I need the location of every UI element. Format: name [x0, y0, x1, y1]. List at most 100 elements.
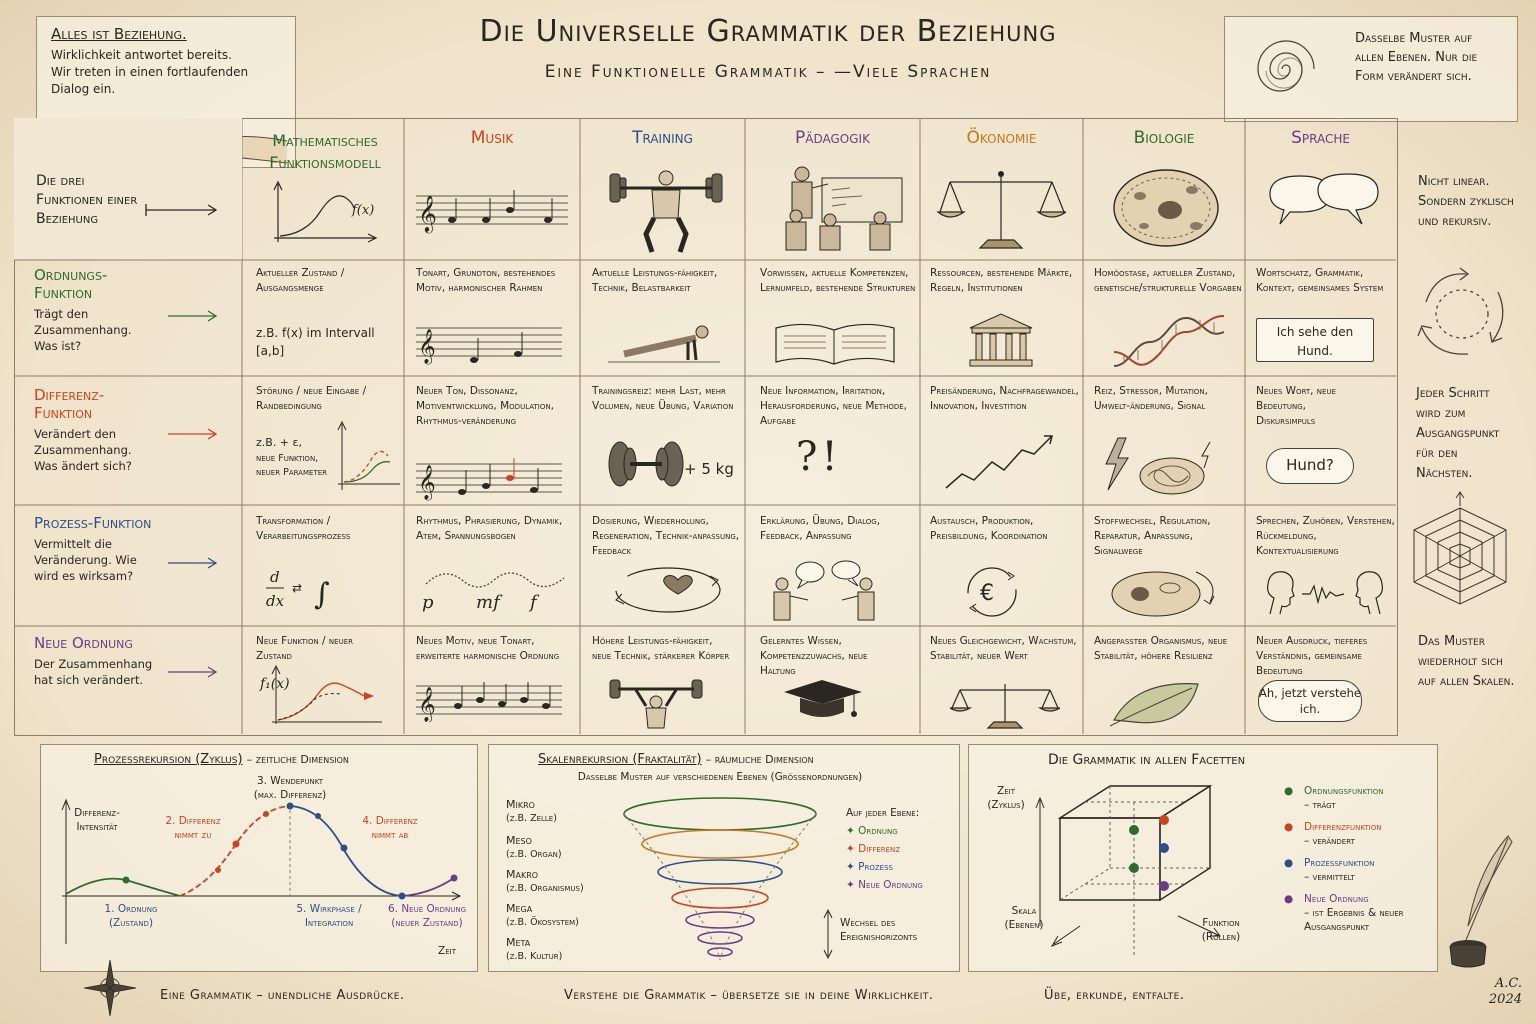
cell-sprache-differenz: Neues Wort, neue Bedeutung, Diskursimpul…	[1256, 385, 1337, 427]
paed-symbol: ?!	[796, 434, 842, 480]
galaxy-icon	[1257, 40, 1315, 92]
cycle-point-3: 3. Wendepunkt(max. Differenz)	[240, 774, 340, 802]
legend-name: Neue Ordnung	[1304, 893, 1369, 905]
cell-bio-neue: Angepasster Organismus, neue Stabilität,…	[1094, 635, 1228, 662]
dynamic-p: p	[422, 592, 434, 613]
level-example: (z.B. Zelle)	[506, 813, 557, 824]
open-book-icon	[775, 323, 895, 365]
row-header-differenz: Differenz-Funktion Verändert den Zusamme…	[34, 386, 154, 474]
cell-sprache-prozess: Sprechen, Zuhören, Verstehen, Rückmeldun…	[1256, 515, 1395, 557]
panel2-title-suffix: – räumliche Dimension	[705, 753, 814, 766]
legend-label: Differenz	[858, 843, 901, 855]
panel-process-recursion	[40, 744, 478, 972]
panel1-ylabel: Differenz-Intensität	[74, 807, 120, 833]
axis-label: Funktion	[1202, 917, 1240, 929]
row-title: Prozess-Funktion	[34, 514, 152, 532]
legend-desc: – ist Ergebnis & neuer Ausgangspunkt	[1304, 907, 1404, 933]
legend-dot: ●	[1284, 821, 1294, 833]
facet-legend-ordnung: ● Ordnungsfunktion – trägt	[1284, 784, 1424, 812]
panel1-title-main: Prozessrekursion (Zyklus)	[94, 752, 243, 767]
cell-training-differenz: Trainingsreiz: mehr Last, mehr Volumen, …	[592, 385, 734, 412]
trend-graph-icon	[945, 435, 1053, 489]
page-title: Die Universelle Grammatik der Beziehung	[479, 14, 1057, 49]
panel2-subtitle: Dasselbe Muster auf verschiedenen Ebenen…	[577, 771, 863, 783]
level-example: (z.B. Ökosystem)	[506, 917, 579, 928]
row-desc: Trägt den Zusammenhang. Was ist?	[34, 307, 132, 353]
legend-name: Ordnungsfunktion	[1304, 785, 1384, 797]
phrasing-arc-icon	[425, 572, 565, 588]
column-header-math: Mathematisches Funktionsmodell	[269, 131, 381, 172]
panel2-legend-ordnung: ✦ Ordnung	[846, 825, 898, 837]
legend-desc: – trägt	[1304, 799, 1336, 811]
cell-math-differenz: Störung / neue Eingabe / Randbedingung	[256, 385, 367, 412]
cycle-point-6: 6. Neue Ordnung(neuer Zustand)	[380, 902, 474, 930]
row-header-prozess: Prozess-Funktion Vermittelt die Veränder…	[34, 514, 154, 584]
heart-cycle-icon	[615, 567, 721, 613]
function-graph-icon: f(x)	[273, 180, 378, 243]
cell-musik-prozess: Rhythmus, Phrasierung, Dynamik, Atem, Sp…	[416, 515, 563, 542]
level-name: Mikro	[506, 798, 535, 811]
cell-training-neue: Höhere Leistungs-fähigkeit, neue Technik…	[592, 635, 730, 662]
cell-musik-neue: Neues Motiv, neue Tonart, erweiterte har…	[416, 635, 560, 662]
footer-left: Eine Grammatik – unendliche Ausdrücke.	[160, 988, 405, 1003]
cycle-point-3-label: 3. Wendepunkt	[256, 775, 324, 787]
facet-legend-neue: ● Neue Ordnung – ist Ergebnis & neuer Ausg…	[1284, 892, 1434, 934]
legend-dot: ●	[1284, 893, 1294, 905]
lightning-cell-icon	[1105, 437, 1211, 495]
fractal-icon	[1413, 491, 1507, 605]
facet-legend-prozess: ● Prozessfunktion – vermittelt	[1284, 856, 1424, 884]
metabolism-cell-icon	[1111, 571, 1215, 617]
graduation-cap-icon	[784, 680, 862, 717]
cycle-point-4-sub: nimmt ab	[371, 829, 409, 841]
dna-icon	[1113, 315, 1225, 367]
facet-cube	[1035, 784, 1221, 956]
cycle-point-5-sub: Integration	[304, 917, 354, 929]
column-header-paedagogik: Pädagogik	[795, 128, 870, 148]
side-text-3: Das Muster wiederholt sich auf allen Ska…	[1418, 634, 1515, 689]
cell-bio-differenz: Reiz, Stressor, Mutation, Umwelt-änderun…	[1094, 385, 1209, 412]
derivative-integral-icon: d dx ⇄ ∫	[266, 568, 330, 612]
cell-paed-prozess: Erklärung, Übung, Dialog, Feedback, Anpa…	[760, 515, 881, 542]
compass-rose-icon	[83, 959, 137, 1017]
level-mega: Mega(z.B. Ökosystem)	[506, 902, 579, 930]
pattern-box: Dasselbe Muster auf allen Ebenen. Nur di…	[1224, 16, 1518, 122]
legend-desc: – vermittelt	[1304, 871, 1355, 883]
axis-sub: (Rollen)	[1201, 931, 1241, 943]
cell-math-prozess: Transformation / Verarbeitungsprozess	[256, 515, 351, 542]
page-subtitle: Eine Funktionelle Grammatik – —Viele Spr…	[544, 62, 992, 82]
legend-label: Ordnung	[858, 825, 898, 837]
dumbbell-icon	[608, 441, 684, 487]
signature-initials: A.C.	[1494, 976, 1522, 991]
row-header-ordnung: Ordnungs-Funktion Trägt den Zusammenhang…	[34, 266, 154, 354]
f1-label: f₁(x)	[260, 676, 290, 692]
cell-sprache-neue: Neuer Ausdruck, tieferes Verständnis, ge…	[1256, 635, 1368, 677]
legend-dot: ●	[1284, 785, 1294, 797]
math-ordnung-example: z.B. f(x) im Intervall [a,b]	[256, 326, 375, 358]
axis-sub: (Ebenen)	[1004, 919, 1044, 931]
level-name: Meta	[506, 936, 531, 949]
pattern-text: Dasselbe Muster auf allen Ebenen. Nur di…	[1355, 31, 1478, 84]
dynamic-mf: mf	[476, 592, 500, 613]
cycle-point-1-sub: (Zustand)	[108, 917, 154, 929]
cell-paed-neue: Gelerntes Wissen, Kompetenzzuwachs, neue…	[760, 635, 868, 677]
level-name: Makro	[506, 868, 539, 881]
math-diff-eps: z.B. + ε,	[256, 436, 302, 449]
level-name: Meso	[506, 834, 532, 847]
quill-inkwell-icon	[1449, 835, 1513, 968]
panel1-xlabel: Zeit	[438, 945, 456, 957]
panel1-title-suffix: – zeitliche Dimension	[246, 753, 349, 766]
panel3-title: Die Grammatik in allen Facetten	[1048, 752, 1246, 768]
cycle-point-6-label: 6. Neue Ordnung	[387, 903, 467, 915]
cell-oek-neue: Neues Gleichgewicht, Wachstum, Stabilitä…	[930, 635, 1077, 662]
svg-text:𝄞: 𝄞	[418, 687, 436, 722]
svg-text:d: d	[270, 568, 280, 586]
sprache-bubble-1: Ich sehe den Hund.	[1256, 318, 1374, 362]
leaf-icon	[1109, 683, 1199, 727]
cell-bio-ordnung: Homöostase, aktueller Zustand, genetisch…	[1094, 267, 1242, 294]
legend-name: Prozessfunktion	[1304, 857, 1375, 869]
legend-dot: ●	[1284, 857, 1294, 869]
math-neue-graph	[271, 664, 382, 724]
